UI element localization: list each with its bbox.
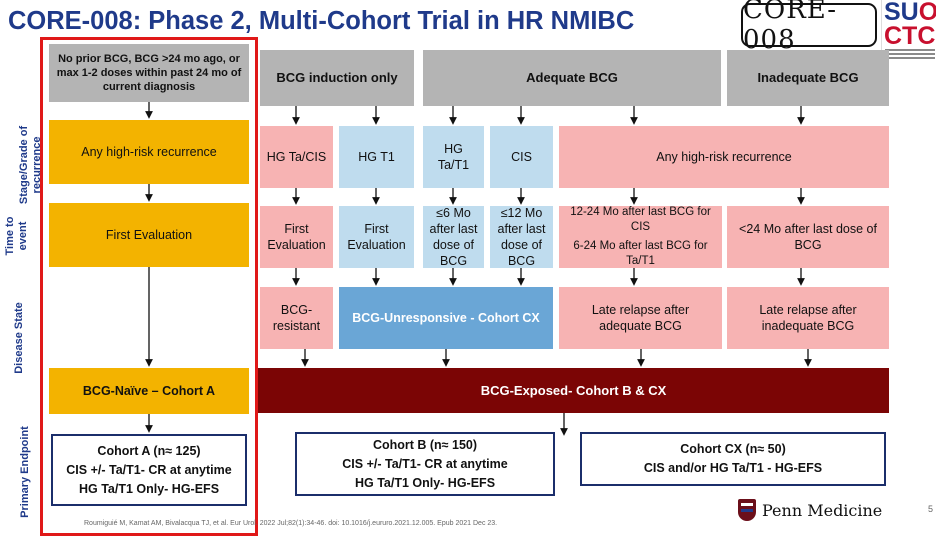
endpoint-a-line1: CIS +/- Ta/T1- CR at anytime bbox=[66, 462, 232, 477]
endpoint-b-title: Cohort B (n≈ 150) bbox=[372, 437, 478, 452]
penn-medicine-text: Penn Medicine bbox=[762, 500, 883, 520]
stage-cis: CIS bbox=[490, 126, 553, 188]
header-adequate-bcg: Adequate BCG bbox=[423, 50, 721, 106]
time-late-adequate-cis: 12-24 Mo after last BCG for CIS bbox=[570, 206, 711, 233]
disease-late-relapse-inadequate: Late relapse after inadequate BCG bbox=[727, 287, 889, 349]
disease-bcg-unresponsive: BCG-Unresponsive - Cohort CX bbox=[339, 287, 553, 349]
endpoint-b-line1: CIS +/- Ta/T1- CR at anytime bbox=[342, 456, 508, 471]
endpoint-cx-line1: CIS and/or HG Ta/T1 - HG-EFS bbox=[643, 461, 823, 475]
header-inadequate-bcg: Inadequate BCG bbox=[727, 50, 889, 106]
stage-any-hr-recurrence: Any high-risk recurrence bbox=[559, 126, 889, 188]
endpoint-cohort-cx: Cohort CX (n≈ 50) CIS and/or HG Ta/T1 - … bbox=[580, 432, 886, 486]
endpoint-cohort-b: Cohort B (n≈ 150) CIS +/- Ta/T1- CR at a… bbox=[295, 432, 555, 496]
endpoint-cx-title: Cohort CX (n≈ 50) bbox=[680, 442, 786, 456]
page-number: 5 bbox=[928, 504, 934, 514]
suo-ctc-logo: SUO CTC bbox=[881, 0, 936, 66]
stage-hg-ta-t1: HG Ta/T1 bbox=[423, 126, 484, 188]
logo-su: SU bbox=[884, 0, 919, 26]
header-bcg-naive: No prior BCG, BCG >24 mo ago, or max 1-2… bbox=[49, 44, 249, 102]
endpoint-a-line2: HG Ta/T1 Only- HG-EFS bbox=[78, 481, 220, 496]
logo-ctc: CTC bbox=[884, 22, 936, 50]
page-title: CORE-008: Phase 2, Multi-Cohort Trial in… bbox=[8, 7, 635, 35]
penn-shield-icon bbox=[738, 499, 756, 521]
logo-o: O bbox=[918, 0, 936, 26]
disease-late-relapse-adequate: Late relapse after adequate BCG bbox=[559, 287, 722, 349]
endpoint-b-line2: HG Ta/T1 Only- HG-EFS bbox=[354, 475, 496, 490]
cohort-a-bcg-naive: BCG-Naïve – Cohort A bbox=[49, 368, 249, 414]
cohort-b-cx-bcg-exposed: BCG-Exposed- Cohort B & CX bbox=[258, 368, 889, 413]
time-le-6-mo: ≤6 Mo after last dose of BCG bbox=[423, 206, 484, 268]
time-late-adequate-ta-t1: 6-24 Mo after last BCG for Ta/T1 bbox=[573, 240, 708, 267]
stage-naive-any-hr: Any high-risk recurrence bbox=[49, 120, 249, 184]
endpoint-cohort-a: Cohort A (n≈ 125) CIS +/- Ta/T1- CR at a… bbox=[51, 434, 247, 506]
time-naive-first-eval: First Evaluation bbox=[49, 203, 249, 267]
endpoint-a-title: Cohort A (n≈ 125) bbox=[97, 443, 201, 458]
time-first-eval-2: First Evaluation bbox=[339, 206, 414, 268]
time-le-12-mo: ≤12 Mo after last dose of BCG bbox=[490, 206, 553, 268]
stage-hg-ta-cis: HG Ta/CIS bbox=[260, 126, 333, 188]
disease-bcg-resistant: BCG-resistant bbox=[260, 287, 333, 349]
time-first-eval-1: First Evaluation bbox=[260, 206, 333, 268]
penn-medicine-logo: Penn Medicine bbox=[738, 496, 928, 524]
time-inadequate: <24 Mo after last dose of BCG bbox=[727, 206, 889, 268]
header-bcg-induction: BCG induction only bbox=[260, 50, 414, 106]
citation: Roumiguié M, Kamat AM, Bivalacqua TJ, et… bbox=[84, 520, 498, 527]
stage-hg-t1: HG T1 bbox=[339, 126, 414, 188]
logo-fine-print bbox=[885, 49, 935, 63]
time-late-adequate: 12-24 Mo after last BCG for CIS 6-24 Mo … bbox=[559, 206, 722, 268]
